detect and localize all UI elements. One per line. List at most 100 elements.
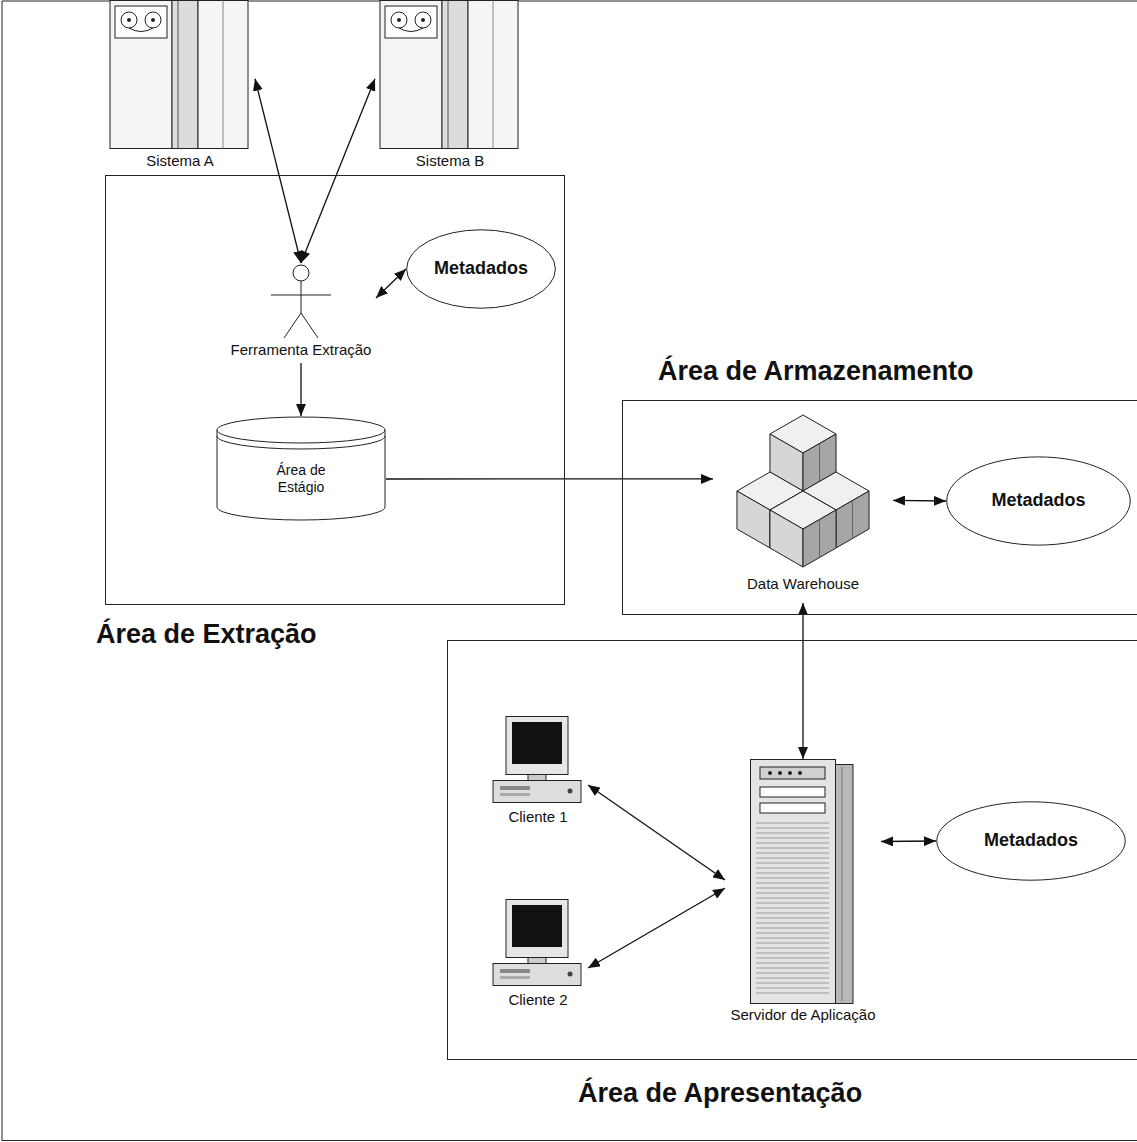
icon-part (493, 964, 581, 986)
node-label: Cliente 1 (508, 808, 567, 826)
icon-part (391, 12, 407, 28)
actor-figure: Ferramenta Extração (226, 263, 376, 363)
icon-part (568, 789, 573, 794)
icon-part (500, 786, 530, 790)
icon-part (756, 868, 829, 869)
icon-part (756, 873, 829, 874)
icon-part (442, 1, 468, 149)
icon-part (178, 1, 179, 149)
icon-part (756, 993, 829, 994)
icon-part (756, 888, 829, 889)
icon-part (756, 918, 829, 919)
icon-part (756, 833, 829, 834)
icon-part (751, 760, 854, 1004)
flow-arrow (300, 363, 301, 416)
icon-part (756, 973, 829, 974)
region-box: Área de ExtraçãoFerramenta ExtraçãoMetad… (105, 175, 565, 605)
metadata-ellipse: Metadados (946, 456, 1131, 546)
icon-part (819, 520, 820, 558)
icon-part (778, 771, 782, 775)
icon-part (512, 722, 562, 764)
node-label: Metadados (434, 258, 528, 280)
icon-part (110, 1, 172, 149)
icon-part (760, 767, 825, 779)
system-icon: Sistema A (105, 0, 255, 175)
icon-part (760, 787, 825, 797)
icon-part (770, 510, 803, 567)
icon-part (756, 853, 829, 854)
flow-arrow (588, 785, 725, 880)
region-box: Área de ApresentaçãoCliente 1Cliente 2Se… (447, 640, 1137, 1060)
icon-part (172, 1, 198, 149)
icon-part (284, 313, 301, 338)
icon-part (293, 265, 309, 281)
icon-part (301, 281, 302, 313)
pc-art (488, 899, 588, 989)
region-label: Área de Armazenamento (658, 355, 974, 387)
icon-part (756, 968, 829, 969)
icon-part (151, 18, 155, 22)
node-label: Data Warehouse (747, 575, 859, 593)
flow-arrow (893, 500, 946, 502)
flow-arrow (588, 888, 725, 968)
icon-part (115, 6, 167, 38)
icon-part (751, 760, 836, 1004)
system-icon-art (105, 0, 255, 150)
icon-part (756, 958, 829, 959)
icon-part (512, 905, 562, 947)
icon-part (198, 1, 248, 149)
icon-part (842, 767, 843, 1001)
icon-part (836, 491, 869, 548)
system-icon-art (375, 0, 525, 150)
node-label: Metadados (991, 490, 1085, 512)
icon-part (756, 848, 829, 849)
icon-part (421, 18, 425, 22)
server-art (725, 759, 881, 1004)
icon-part (756, 923, 829, 924)
icon-part (937, 802, 1125, 880)
icon-part (756, 928, 829, 929)
flow-arrow (301, 79, 375, 263)
icon-part (756, 908, 829, 909)
system-icon: Sistema B (375, 0, 525, 175)
icon-part (568, 972, 573, 977)
icon-part (127, 18, 131, 22)
icon-part (756, 858, 829, 859)
icon-part (756, 903, 829, 904)
node-label: Ferramenta Extração (231, 341, 372, 359)
node-label: Sistema B (416, 152, 484, 170)
icon-part (217, 436, 385, 449)
flow-arrow (386, 478, 713, 479)
client-pc: Cliente 2 (488, 899, 588, 1014)
icon-part (756, 933, 829, 934)
icon-part (756, 878, 829, 879)
icon-part (756, 978, 829, 979)
icon-part (528, 775, 546, 781)
icon-part (223, 1, 224, 149)
icon-part (380, 1, 442, 149)
region-label: Área de Extração (96, 618, 317, 650)
icon-part (145, 12, 161, 28)
icon-part (493, 781, 581, 803)
icon-part (756, 953, 829, 954)
icon-part (448, 1, 449, 149)
icon-part (756, 828, 829, 829)
metadata-ellipse: Metadados (936, 801, 1126, 881)
icon-part (468, 1, 518, 149)
icon-part (407, 230, 556, 308)
icon-part (756, 948, 829, 949)
icon-part (803, 510, 836, 567)
icon-part (768, 771, 772, 775)
icon-part (506, 717, 568, 775)
icon-part (760, 803, 825, 813)
icon-part (852, 501, 853, 539)
icon-part (756, 963, 829, 964)
node-label: Sistema A (146, 152, 214, 170)
icon-part (528, 958, 546, 964)
flow-arrow (376, 269, 406, 298)
client-pc: Cliente 1 (488, 716, 588, 831)
actor-art (226, 263, 376, 339)
warehouse-icon: Data Warehouse (713, 413, 893, 603)
icon-part (819, 444, 820, 482)
